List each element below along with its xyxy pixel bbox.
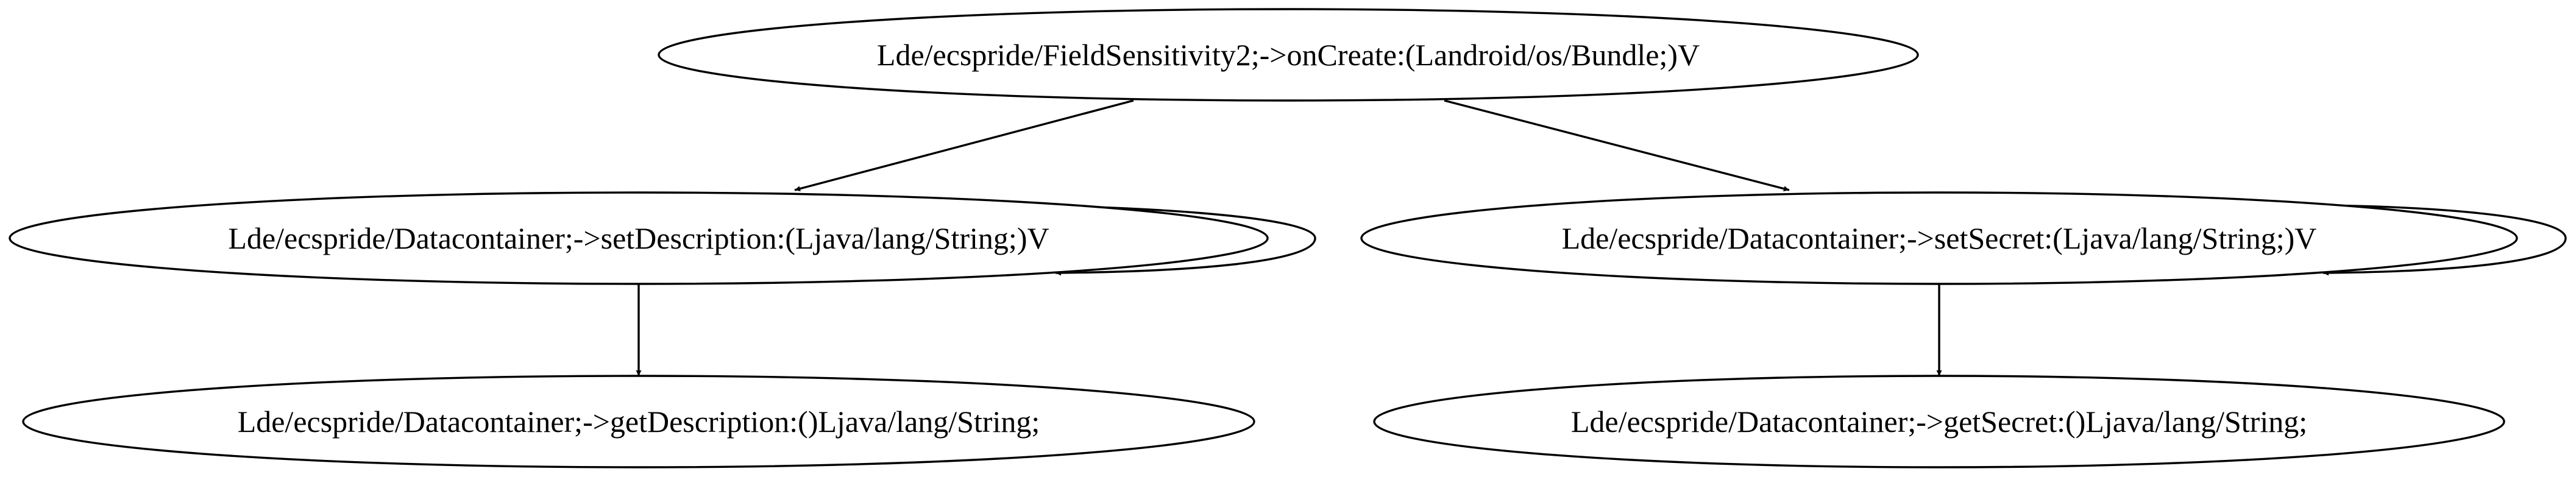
- edge-setsecret-self-loop: [2303, 204, 2567, 276]
- node-setdescription[interactable]: Lde/ecspride/Datacontainer;->setDescript…: [9, 191, 1269, 285]
- node-getsecret[interactable]: Lde/ecspride/Datacontainer;->getSecret:(…: [1373, 375, 2505, 468]
- node-getdescription[interactable]: Lde/ecspride/Datacontainer;->getDescript…: [22, 375, 1255, 468]
- node-setsecret-label: Lde/ecspride/Datacontainer;->setSecret:(…: [1562, 221, 2317, 255]
- node-setdescription-label: Lde/ecspride/Datacontainer;->setDescript…: [228, 221, 1049, 255]
- edge-oncreate-to-setdescription: [794, 99, 1134, 192]
- node-oncreate-label: Lde/ecspride/FieldSensitivity2;->onCreat…: [877, 38, 1700, 72]
- node-getsecret-label: Lde/ecspride/Datacontainer;->getSecret:(…: [1571, 405, 2307, 439]
- node-oncreate[interactable]: Lde/ecspride/FieldSensitivity2;->onCreat…: [658, 8, 1919, 102]
- node-getdescription-label: Lde/ecspride/Datacontainer;->getDescript…: [238, 405, 1040, 439]
- node-setsecret[interactable]: Lde/ecspride/Datacontainer;->setSecret:(…: [1360, 191, 2518, 285]
- edge-oncreate-to-setsecret: [1444, 99, 1790, 192]
